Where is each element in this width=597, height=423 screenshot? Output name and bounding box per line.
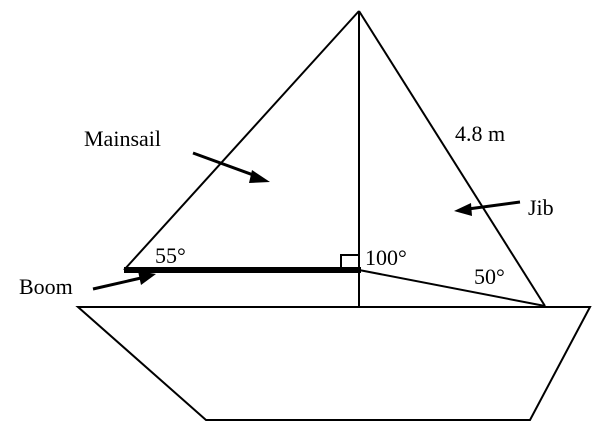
jib-length-label: 4.8 m [455,121,505,146]
mainsail-label: Mainsail [84,126,161,151]
mainsail-edge [123,10,360,271]
boom-arrowhead [138,271,156,285]
boom-arrow-shaft [92,276,142,291]
boom-label: Boom [19,274,73,299]
right-angle-marker [340,254,359,267]
jib-edge [358,10,546,307]
jib-arrow-shaft [467,200,521,211]
jib-bottom-angle-label: 50° [474,264,505,289]
hull [75,306,592,421]
jib-foot [358,269,546,307]
mast-jib-angle-label: 100° [365,245,407,270]
mainsail-arrow-shaft [192,151,257,178]
jib-label: Jib [528,195,554,220]
boom-angle-label: 55° [155,243,186,268]
jib-arrowhead [454,203,472,216]
mainsail-arrowhead [249,170,270,183]
